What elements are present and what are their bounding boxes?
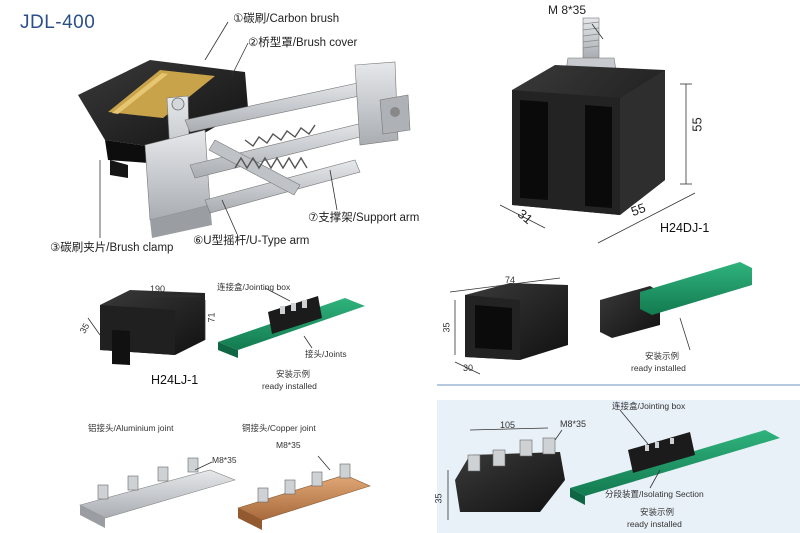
label-support-arm: ⑦支撑架/Support arm [308,212,420,224]
dim-lj-height: 71 [206,312,217,323]
label-joints: 接头/Joints [305,349,347,359]
h24dj-block [499,17,696,244]
leader-lines [99,21,338,238]
label-installed-1-cn: 安装示例 [276,369,311,379]
dim-al-bolt: M8*35 [212,455,237,465]
dim-sq-width: 74 [505,275,516,285]
dim-box-bolt: M8*35 [560,419,587,429]
rail-installed-2 [600,262,752,351]
label-u-type-arm: ⑥U型摇杆/U-Type arm [193,235,310,247]
rail-installed-1 [218,287,365,358]
dim-box-height: 35 [433,493,444,504]
jointing-box-assembly [447,409,780,520]
label-installed-1-en: ready installed [262,381,317,391]
copper-joint [237,455,371,530]
label-brush-clamp: ③碳刷夹片/Brush clamp [50,242,174,254]
label-installed-3-cn: 安装示例 [640,507,675,517]
label-jointing-box-bottom: 连接盒/Jointing box [612,401,686,411]
current-collector-assembly [78,60,411,238]
aluminium-joint [79,457,236,528]
label-installed-3-en: ready installed [627,519,682,529]
dim-sq-height: 35 [441,322,452,333]
label-aluminium-joint: 铝接头/Aluminium joint [88,423,174,433]
product-title: JDL-400 [20,12,96,33]
h24lj-block [87,290,206,365]
label-carbon-brush: ①碳刷/Carbon brush [233,13,340,25]
dim-sq-depth: 30 [463,363,474,373]
label-isolating-section: 分段装置/Isolating Section [605,489,704,499]
dim-dj-height: 55 [689,117,705,132]
model-h24dj: H24DJ-1 [660,221,710,235]
dim-box-length: 105 [500,420,516,430]
label-jointing-box-top: 连接盒/Jointing box [217,282,291,292]
label-brush-cover: ②桥型罩/Brush cover [248,37,358,49]
label-copper-joint: 铜接头/Copper joint [242,423,316,433]
label-installed-2-en: ready installed [631,363,686,373]
dim-lj-length: 190 [150,284,166,294]
dim-bolt-top: M 8*35 [548,3,587,17]
square-block [449,277,568,375]
dim-cu-bolt: M8*35 [276,440,301,450]
model-h24lj: H24LJ-1 [151,373,199,387]
label-installed-2-cn: 安装示例 [645,351,680,361]
